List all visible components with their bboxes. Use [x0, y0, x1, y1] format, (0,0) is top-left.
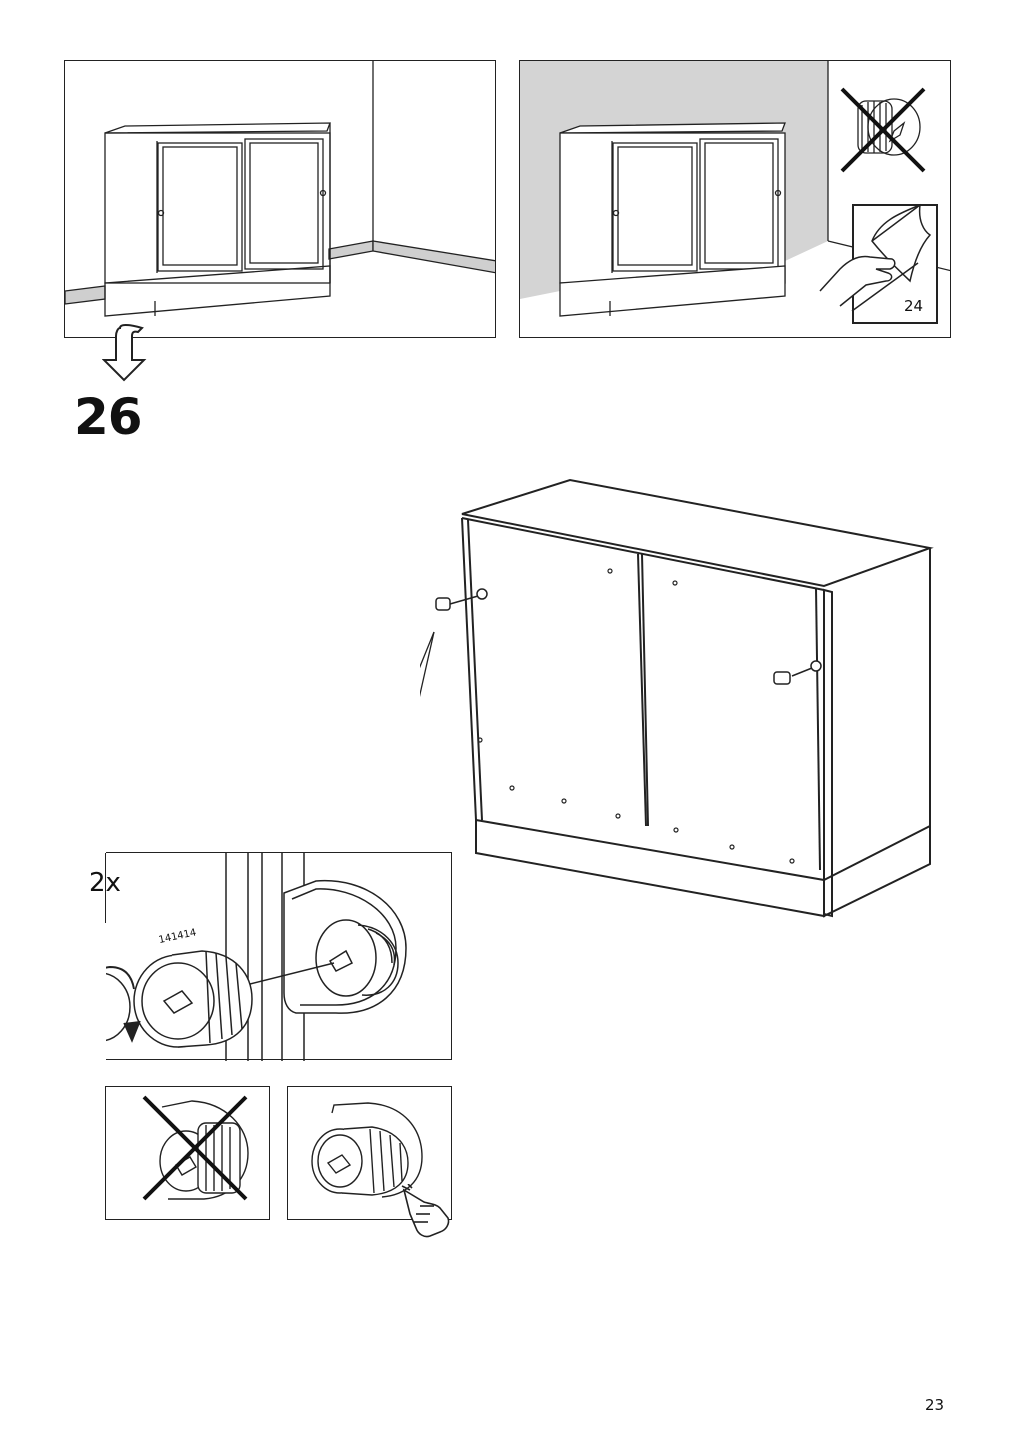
- page-number: 23: [925, 1396, 945, 1414]
- detail-panel-left-border: [104, 853, 106, 923]
- correct-bumper-illustration: [311, 1102, 423, 1198]
- bumper-right: [773, 660, 822, 685]
- incorrect-install-panel: [105, 1086, 270, 1220]
- pressing-hand-icon: [401, 1184, 450, 1238]
- cabinet-back-view-illustration: [420, 478, 934, 918]
- bumper-left: [435, 588, 488, 611]
- reference-page-number: 24: [904, 297, 924, 315]
- cabinet-against-wall-illustration: [520, 61, 950, 317]
- bumper-detail-panel: 141414: [104, 852, 452, 1061]
- correct-install-panel: [287, 1086, 452, 1220]
- step-number: 26: [74, 388, 143, 446]
- room-corner-panel: [64, 60, 496, 338]
- incorrect-bumper-illustration: [142, 1095, 249, 1201]
- quantity-label: 2x: [89, 868, 121, 898]
- incorrect-bumper-icon: [840, 87, 926, 173]
- bumper-install-illustration: [106, 853, 407, 1061]
- cabinet-in-room-illustration: [65, 61, 495, 317]
- down-arrow-icon: [102, 324, 147, 382]
- page-turn-hand-icon: [819, 203, 932, 312]
- against-wall-panel: 24: [519, 60, 951, 338]
